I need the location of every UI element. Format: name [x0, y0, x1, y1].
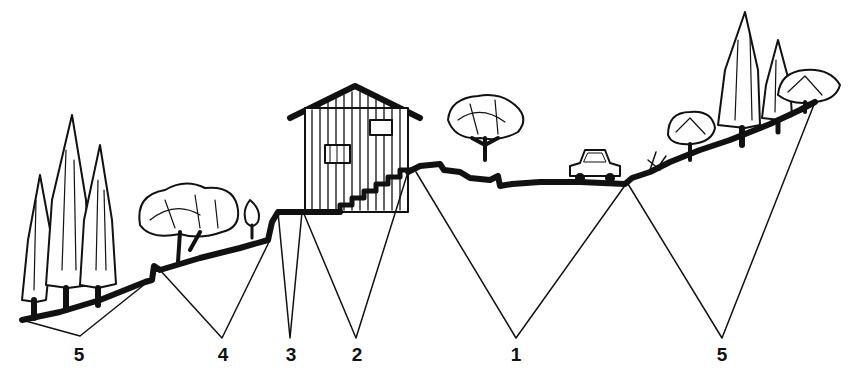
callout-number: 1: [511, 345, 522, 364]
house: [290, 86, 420, 212]
mixed-trees: [648, 12, 840, 170]
callout-number: 3: [286, 345, 297, 364]
car: [570, 150, 620, 182]
callout-number: 2: [352, 345, 363, 364]
deciduous-tree: [448, 95, 523, 160]
callout-number: 5: [74, 345, 85, 364]
leader-lines: [22, 102, 815, 338]
callout-number: 5: [717, 345, 728, 364]
conifer-trees: [22, 115, 116, 318]
callout-number: 4: [218, 345, 229, 364]
